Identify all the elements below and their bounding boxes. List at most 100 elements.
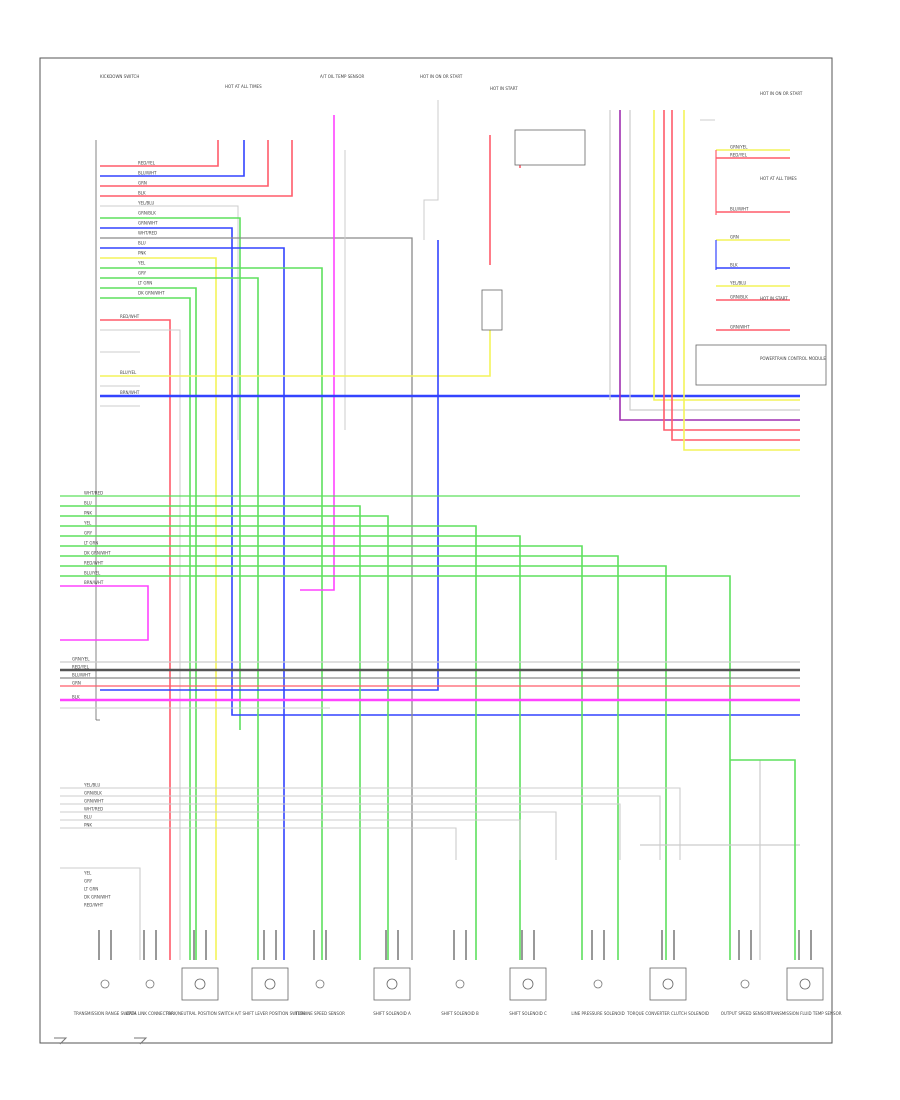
wire-color-label: BLK — [138, 191, 146, 196]
component-label: HOT IN START — [760, 296, 788, 301]
green-wire-52 — [60, 565, 667, 960]
tcc-solenoid-connector — [695, 344, 827, 386]
green-wire-11 — [100, 277, 259, 960]
wire-color-label: RED/WHT — [84, 561, 104, 566]
wire-color-label: GRN/BLK — [138, 211, 156, 216]
component-label: A/T OIL TEMP SENSOR — [320, 74, 364, 79]
red-wire-31 — [663, 110, 800, 431]
wire-color-label: YEL/BLU — [729, 281, 746, 286]
sensor-symbol-4 — [315, 979, 325, 989]
white_wire-wire-65 — [60, 819, 521, 860]
component-label: HOT IN ON OR START — [420, 74, 463, 79]
wire-color-label: BLK — [72, 695, 80, 700]
white_wire-wire-24 — [423, 100, 439, 240]
white_wire-wire-67 — [60, 867, 141, 960]
wire-color-label: YEL — [83, 521, 92, 526]
wire-color-label: RED/WHT — [84, 903, 104, 908]
component-label: TURBINE SPEED SENSOR — [294, 1011, 345, 1016]
wire-color-label: LT GRN — [84, 887, 98, 892]
solenoid-coil-9 — [662, 978, 674, 990]
white_wire-wire-17 — [100, 329, 181, 960]
solenoid-body-5 — [373, 967, 411, 1001]
component-label: HOT IN START — [490, 86, 518, 91]
wire-color-label: DK GRN/WHT — [84, 895, 111, 900]
wire-color-label: RED/YEL — [730, 153, 748, 158]
wire-color-label: RED/YEL — [138, 161, 156, 166]
wire-color-label: GRN/WHT — [730, 325, 750, 330]
wire-color-label: YEL — [137, 261, 146, 266]
white_wire-wire-4 — [100, 205, 239, 440]
solenoid-body-9 — [649, 967, 687, 1001]
green-wire-51 — [60, 555, 619, 960]
green-wire-10 — [100, 267, 323, 960]
wire-color-label: GRN/WHT — [138, 221, 158, 226]
wire-color-label: GRN/BLK — [730, 295, 748, 300]
white_wire-wire-66 — [60, 827, 457, 860]
component-label: HOT AT ALL TIMES — [225, 84, 262, 89]
yellow-wire-30 — [653, 110, 800, 401]
diagram-frame — [39, 57, 833, 1044]
solenoid-coil-3 — [264, 978, 276, 990]
component-label: TRANSMISSION RANGE SWITCH — [73, 1011, 137, 1016]
white_wire-wire-62 — [60, 795, 661, 860]
wire-color-label: GRN — [730, 235, 739, 240]
wire-color-label: BLU — [84, 815, 92, 820]
wire-color-label: GRN/YEL — [730, 145, 748, 150]
wire-color-label: DK GRN/WHT — [84, 551, 111, 556]
white_wire-wire-63 — [60, 803, 621, 860]
wire-color-label: BLU/WHT — [138, 171, 157, 176]
wire-color-label: GRY — [84, 879, 93, 884]
wire-color-label: YEL/BLU — [83, 783, 100, 788]
sensor-symbol-6 — [455, 979, 465, 989]
component-label: SHIFT SOLENOID B — [441, 1011, 479, 1016]
range-switch-body — [481, 289, 503, 331]
wire-color-label: GRN — [72, 681, 81, 686]
component-label: LINE PRESSURE SOLENOID — [571, 1011, 624, 1016]
green-wire-12 — [100, 287, 197, 960]
blue-wire-8 — [100, 247, 285, 960]
green-wire-13 — [100, 297, 191, 960]
yellow-wire-9 — [100, 257, 217, 960]
gray-wire-7 — [100, 237, 413, 960]
wire-color-label: GRN/YEL — [72, 657, 90, 662]
green-wire-46 — [60, 505, 361, 960]
component-label: KICKDOWN SWITCH — [100, 74, 139, 79]
component-label: OUTPUT SPEED SENSOR — [721, 1011, 770, 1016]
sensor-symbol-10 — [740, 979, 750, 989]
component-label: HOT AT ALL TIMES — [760, 176, 797, 181]
component-label: DATA LINK CONNECTOR — [126, 1011, 174, 1016]
white_wire-wire-64 — [60, 811, 557, 860]
green-wire-50 — [60, 545, 583, 960]
green-wire-49 — [60, 535, 521, 960]
red-wire-3 — [100, 140, 293, 197]
purple-wire-28 — [619, 110, 800, 421]
wire-color-label: YEL — [83, 871, 92, 876]
wire-color-label: BRN/WHT — [84, 580, 104, 585]
wire-color-label: WHT/RED — [84, 807, 103, 812]
solenoid-body-7 — [509, 967, 547, 1001]
red-wire-2 — [100, 140, 269, 187]
wire-color-label: YEL/BLU — [137, 201, 154, 206]
green-wire-48 — [60, 525, 477, 960]
sensor-symbol-1 — [145, 979, 155, 989]
wire-color-label: PNK — [138, 251, 146, 256]
red-wire-0 — [100, 140, 219, 167]
green-wire-5 — [100, 217, 241, 730]
wire-color-label: DK GRN/WHT — [138, 291, 165, 296]
wire-color-label: BLU/WHT — [730, 207, 749, 212]
wire-color-label: BLU/YEL — [120, 370, 137, 375]
wire-color-label: LT GRN — [84, 541, 98, 546]
component-label: PARK/NEUTRAL POSITION SWITCH — [166, 1011, 233, 1016]
component-label: TRANSMISSION FLUID TEMP SENSOR — [767, 1011, 841, 1016]
wire-color-label: GRN — [138, 181, 147, 186]
blue-wire-1 — [100, 140, 245, 177]
wire-color-label: BRN/WHT — [120, 390, 140, 395]
dlc-body — [514, 129, 586, 166]
solenoid-coil-5 — [386, 978, 398, 990]
component-label: SHIFT SOLENOID A — [373, 1011, 411, 1016]
component-label: HOT IN ON OR START — [760, 91, 803, 96]
wire-color-label: WHT/RED — [84, 491, 103, 496]
yellow-wire-33 — [683, 110, 800, 451]
sensor-symbol-0 — [100, 979, 110, 989]
green-wire-47 — [60, 515, 389, 960]
